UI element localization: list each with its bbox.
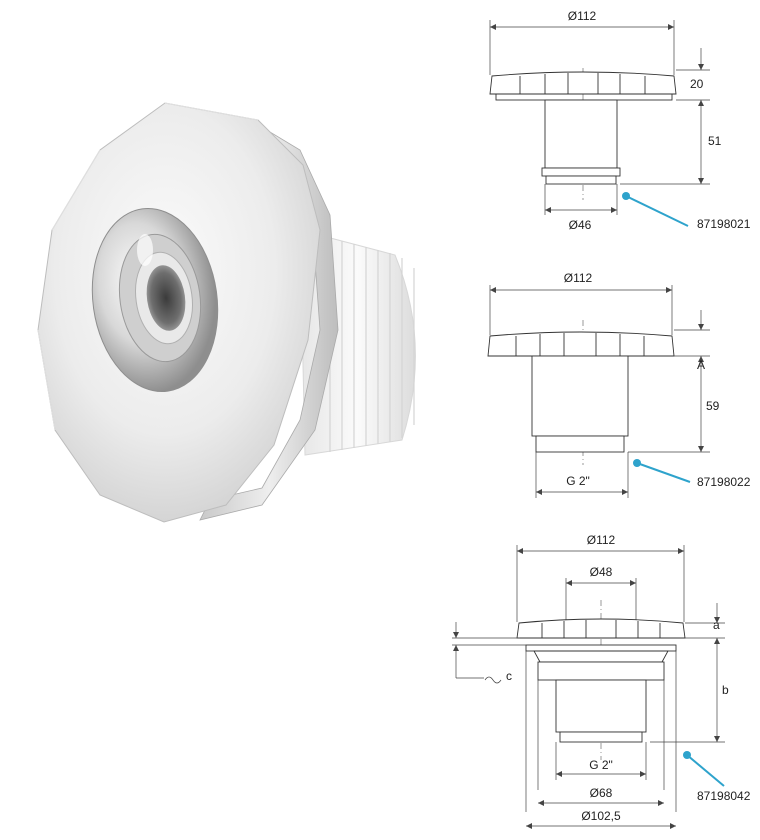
d3-outer-d: Ø102,5 xyxy=(581,809,621,823)
d3-body-h: b xyxy=(722,683,729,697)
d3-body-d: Ø68 xyxy=(590,786,613,800)
d3-top-width: Ø112 xyxy=(587,533,616,547)
d3-flange-h: a xyxy=(713,618,720,632)
d2-code: 87198022 xyxy=(697,475,751,489)
d1-body-d: Ø46 xyxy=(569,218,592,232)
d2-thread: G 2" xyxy=(566,474,590,488)
d2-flange-h: A xyxy=(697,358,705,372)
d3-gap: c xyxy=(506,669,512,683)
d1-body-h: 51 xyxy=(708,134,722,148)
d2-top-width: Ø112 xyxy=(564,271,593,285)
d2-body-h: 59 xyxy=(706,399,720,413)
d3-inner-d: Ø48 xyxy=(590,565,613,579)
d1-code: 87198021 xyxy=(697,217,751,231)
d3-thread: G 2" xyxy=(589,758,613,772)
nozzle-hole xyxy=(146,265,186,331)
d1-flange-h: 20 xyxy=(690,77,704,91)
drawing-87198042: Ø112 Ø48 c xyxy=(452,533,751,829)
d3-code: 87198042 xyxy=(697,789,751,803)
d1-top-width: Ø112 xyxy=(568,9,597,23)
product-photo xyxy=(37,102,416,523)
drawing-87198022: Ø112 A 59 G 2" 87198022 xyxy=(487,271,751,498)
drawing-87198021: Ø112 20 51 Ø46 87198021 xyxy=(489,9,751,232)
